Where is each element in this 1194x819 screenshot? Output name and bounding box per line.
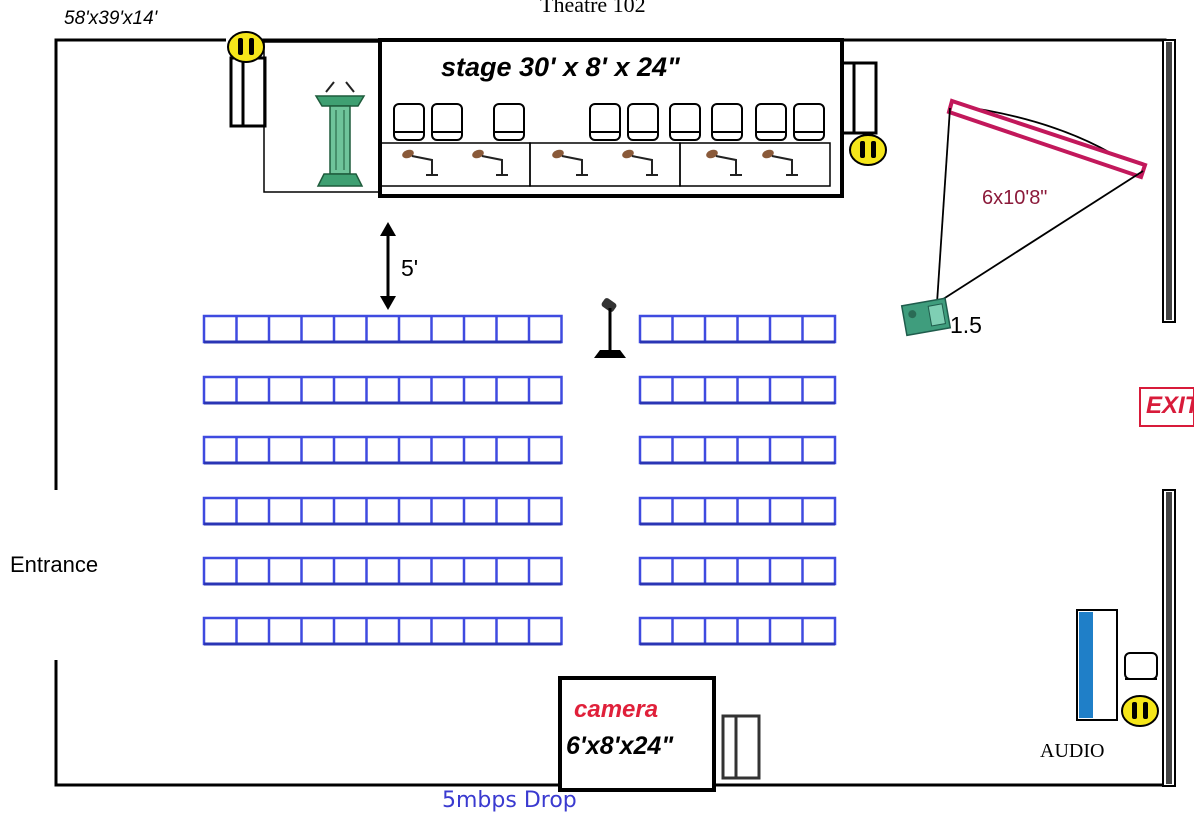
stage-chair-icon bbox=[393, 103, 425, 141]
audio-chair-icon bbox=[1124, 652, 1158, 680]
microphone-icon bbox=[762, 149, 798, 176]
room-title: Theatre 102 bbox=[540, 0, 646, 17]
audio-label: AUDIO bbox=[1040, 740, 1105, 762]
microphone-icon bbox=[622, 149, 658, 176]
stage-chair-icon bbox=[589, 103, 621, 141]
stage-chair-icon bbox=[669, 103, 701, 141]
aisle-gap-label: 5' bbox=[401, 255, 419, 281]
screen-distance-label: 1.5 bbox=[950, 312, 982, 338]
room-dimensions: 58'x39'x14' bbox=[64, 8, 158, 29]
microphone-icon bbox=[552, 149, 588, 176]
seat-row bbox=[202, 375, 837, 405]
sightline bbox=[936, 107, 1144, 304]
projection-screen bbox=[946, 98, 1148, 180]
seat-block bbox=[202, 556, 563, 586]
entrance-label: Entrance bbox=[10, 552, 99, 577]
stage-steps-right bbox=[840, 61, 878, 135]
audience-seating bbox=[202, 314, 837, 646]
right-door-frame-lower bbox=[1162, 489, 1176, 787]
lectern-icon bbox=[314, 81, 366, 187]
microphone-icon bbox=[472, 149, 508, 176]
stage-chair-icon bbox=[493, 103, 525, 141]
aisle-gap-arrow bbox=[380, 222, 396, 310]
outlet-icon bbox=[227, 31, 265, 63]
exit-sign-label: EXIT bbox=[1146, 392, 1194, 419]
network-drop-label: 5mbps Drop bbox=[442, 788, 577, 813]
seat-block bbox=[202, 616, 563, 646]
seat-block bbox=[202, 375, 563, 405]
microphone-icon bbox=[706, 149, 742, 176]
screen-label: 6x10'8" bbox=[982, 187, 1048, 209]
stage-chairs bbox=[393, 103, 825, 141]
stage-tables bbox=[379, 142, 831, 187]
mic-stand-icon bbox=[594, 298, 626, 358]
camera-steps bbox=[721, 714, 761, 780]
seat-block bbox=[202, 435, 563, 465]
projector-icon bbox=[900, 297, 952, 337]
right-door-frame-upper bbox=[1162, 39, 1176, 323]
seat-block bbox=[202, 314, 563, 344]
stage-chair-icon bbox=[755, 103, 787, 141]
outlet-icon bbox=[849, 134, 887, 166]
stage-chair-icon bbox=[793, 103, 825, 141]
stage-steps-left bbox=[229, 56, 267, 128]
microphone-icon bbox=[402, 149, 438, 176]
seat-row bbox=[202, 616, 837, 646]
audio-desk bbox=[1076, 609, 1118, 721]
podium-platform bbox=[263, 41, 381, 193]
camera-label: camera bbox=[574, 696, 659, 723]
camera-platform-label: 6'x8'x24" bbox=[566, 732, 674, 760]
exit-sign bbox=[1139, 387, 1194, 427]
stage-microphones bbox=[402, 149, 798, 176]
stage-chair-icon bbox=[711, 103, 743, 141]
seat-row bbox=[202, 496, 837, 526]
seat-row bbox=[202, 435, 837, 465]
stage-chair-icon bbox=[627, 103, 659, 141]
stage-chair-icon bbox=[431, 103, 463, 141]
stage-label: stage 30' x 8' x 24" bbox=[441, 52, 680, 82]
camera-platform bbox=[558, 676, 716, 792]
seat-row bbox=[202, 556, 837, 586]
outlet-icon bbox=[1121, 695, 1159, 727]
seat-row bbox=[202, 314, 837, 344]
seat-block bbox=[202, 496, 563, 526]
